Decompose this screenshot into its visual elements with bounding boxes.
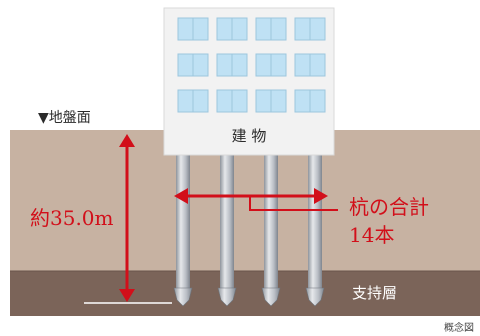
building-windows xyxy=(177,17,326,113)
concept-note: 概念図 xyxy=(444,321,474,334)
depth-arrow xyxy=(119,134,135,302)
ground-surface-label: ▼地盤面 xyxy=(38,110,91,126)
piles xyxy=(173,154,325,307)
pile-3 xyxy=(261,154,281,307)
pile-count-leader xyxy=(249,196,338,211)
bearing-layer xyxy=(10,271,480,316)
building-label: 建 物 xyxy=(232,127,267,145)
pile-2 xyxy=(217,154,237,307)
pile-1 xyxy=(173,154,193,307)
building: 建 物 xyxy=(163,7,335,156)
bearing-layer-label: 支持層 xyxy=(352,284,397,302)
depth-label: 約35.0m xyxy=(30,206,114,230)
pile-count-label-line1: 杭の合計 xyxy=(349,195,429,219)
pile-4 xyxy=(305,154,325,307)
pile-count-label-line2: 14本 xyxy=(349,223,394,247)
